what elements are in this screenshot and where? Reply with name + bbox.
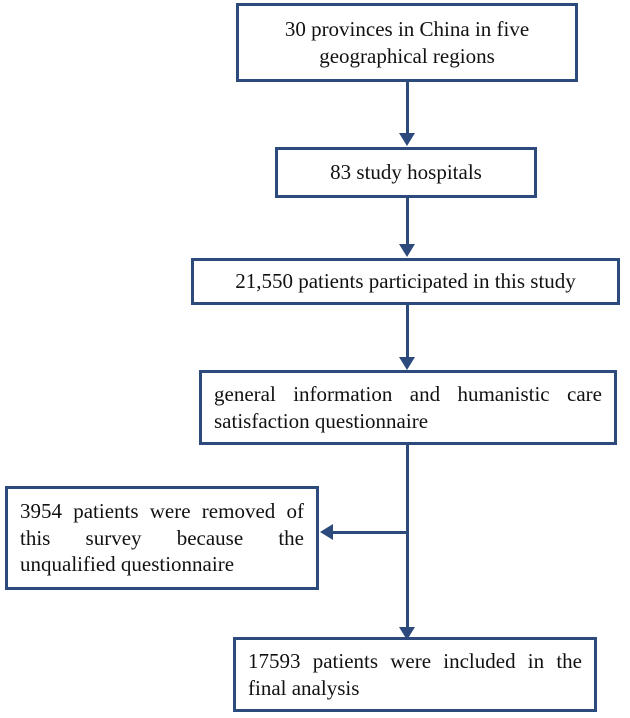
node-questionnaire: general information and humanistic care … — [199, 370, 617, 445]
connector-questionnaire-to-excluded-line — [333, 531, 408, 534]
node-provinces: 30 provinces in China in five geographic… — [236, 3, 578, 82]
node-hospitals-label: 83 study hospitals — [330, 160, 482, 185]
node-provinces-label: 30 provinces in China in five geographic… — [284, 16, 530, 68]
node-hospitals: 83 study hospitals — [275, 147, 537, 198]
connector-participants-to-questionnaire-line — [406, 305, 409, 358]
connector-hospitals-to-participants-arrowhead — [399, 244, 415, 257]
node-participants: 21,550 patients participated in this stu… — [191, 258, 620, 305]
connector-provinces-to-hospitals-line — [406, 82, 409, 134]
node-participants-label: 21,550 patients participated in this stu… — [235, 269, 576, 294]
connector-hospitals-to-participants-line — [406, 198, 409, 245]
node-included-label: 17593 patients were included in the fina… — [248, 648, 582, 700]
connector-provinces-to-hospitals-arrowhead — [399, 133, 415, 146]
node-excluded: 3954 patients were removed of this surve… — [5, 486, 319, 590]
connector-participants-to-questionnaire-arrowhead — [399, 357, 415, 370]
connector-questionnaire-to-included-arrowhead — [399, 627, 415, 640]
node-included: 17593 patients were included in the fina… — [233, 637, 597, 712]
node-questionnaire-label: general information and humanistic care … — [214, 381, 602, 433]
connector-questionnaire-to-excluded-arrowhead — [320, 524, 333, 540]
connector-questionnaire-to-included-line — [406, 445, 409, 635]
node-excluded-label: 3954 patients were removed of this surve… — [20, 498, 304, 577]
